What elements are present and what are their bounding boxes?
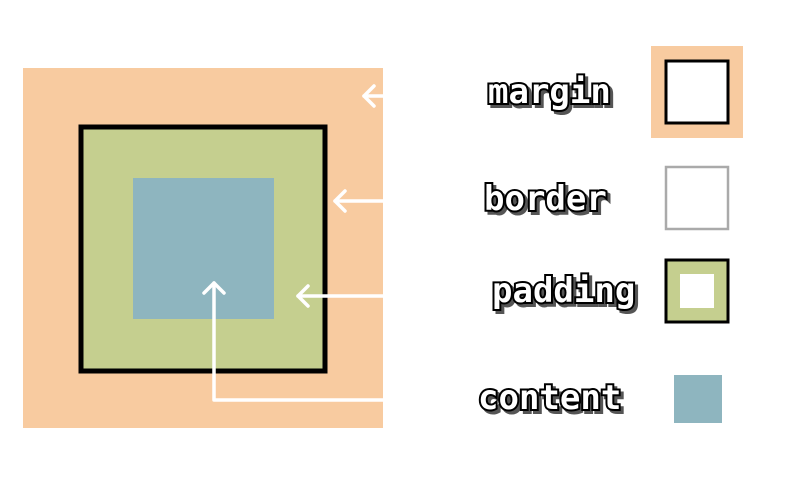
legend-item-margin: margin margin bbox=[486, 46, 743, 138]
content-arrow bbox=[202, 281, 385, 402]
legend-label-margin-shadow: margin bbox=[491, 75, 614, 115]
legend-label-content-shadow: content bbox=[481, 381, 624, 421]
legend-item-border: border border bbox=[482, 165, 730, 231]
border-arrow bbox=[333, 189, 385, 213]
legend: margin margin border border padding padd… bbox=[476, 46, 743, 423]
legend-label-padding: padding bbox=[492, 271, 635, 311]
legend-swatch-border bbox=[664, 165, 730, 231]
legend-item-content: content content bbox=[476, 375, 722, 423]
legend-label-border: border bbox=[484, 179, 607, 219]
box-model-illustration bbox=[23, 68, 385, 428]
arrows bbox=[202, 84, 385, 402]
legend-swatch-padding-inner bbox=[680, 274, 714, 308]
legend-swatch-margin-inner bbox=[664, 59, 730, 125]
legend-item-padding: padding padding bbox=[490, 258, 730, 324]
margin-arrow bbox=[362, 84, 385, 108]
padding-arrow bbox=[296, 284, 385, 308]
legend-label-content: content bbox=[478, 378, 621, 418]
content-area bbox=[133, 178, 274, 319]
legend-label-margin: margin bbox=[488, 72, 611, 112]
legend-label-padding-shadow: padding bbox=[495, 274, 638, 314]
legend-label-border-shadow: border bbox=[487, 182, 610, 222]
legend-swatch-content bbox=[674, 375, 722, 423]
